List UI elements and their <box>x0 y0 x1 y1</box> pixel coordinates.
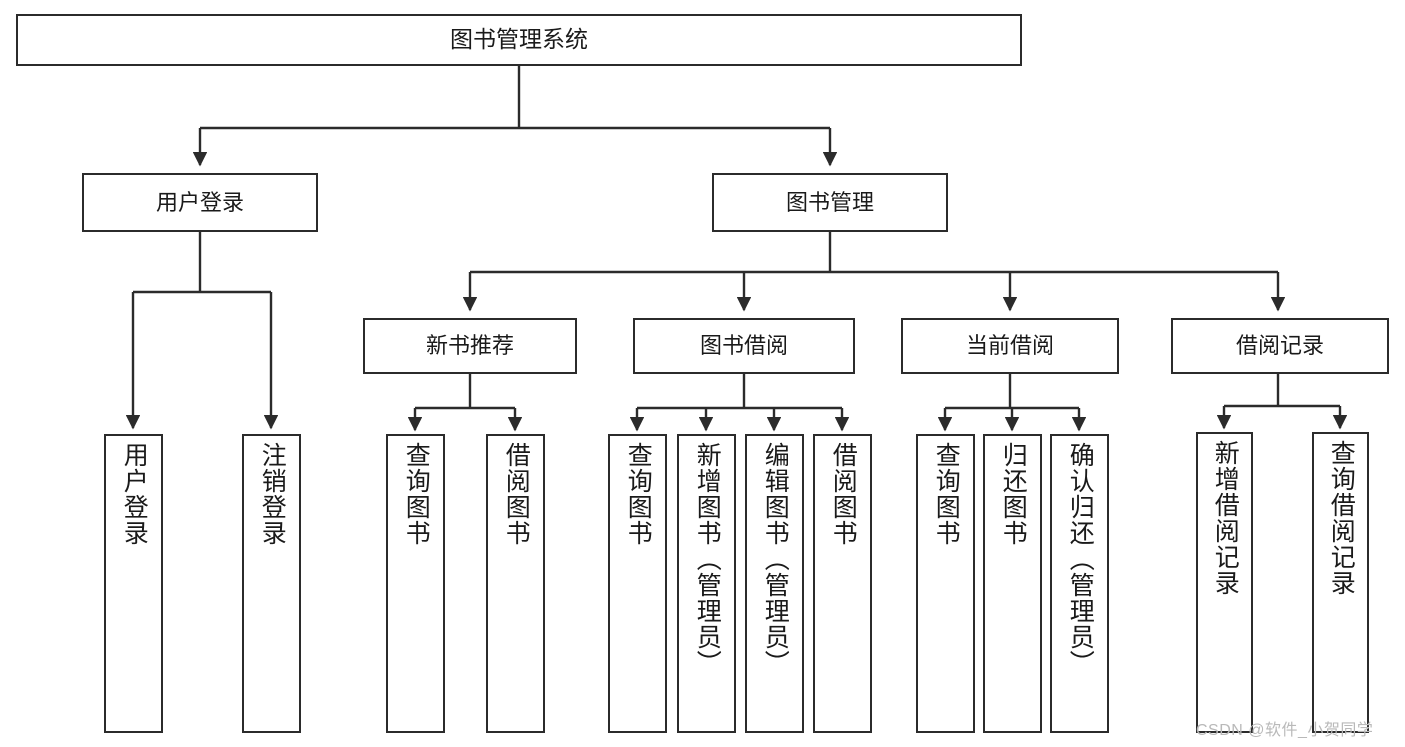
node-book-management[interactable]: 图书管理 <box>712 173 948 232</box>
leaf-borrow-lend-book-label: 借阅图书 <box>829 442 858 546</box>
leaf-borrow-edit-book-label: 编辑图书（管理员） <box>761 442 790 676</box>
leaf-user-login-signin-label: 用户登录 <box>120 442 149 546</box>
leaf-current-confirm-return[interactable]: 确认归还（管理员） <box>1050 434 1109 733</box>
leaf-borrow-add-book-label: 新增图书（管理员） <box>693 442 722 676</box>
node-new-book-recommend-label: 新书推荐 <box>425 333 514 359</box>
leaf-record-query-label: 查询借阅记录 <box>1327 440 1356 596</box>
leaf-current-return-book[interactable]: 归还图书 <box>983 434 1042 733</box>
leaf-new-book-query[interactable]: 查询图书 <box>386 434 445 733</box>
node-borrow-record[interactable]: 借阅记录 <box>1171 318 1389 374</box>
node-book-borrow-label: 图书借阅 <box>699 333 788 359</box>
leaf-user-login-signout-label: 注销登录 <box>258 442 287 546</box>
leaf-user-login-signout[interactable]: 注销登录 <box>242 434 301 733</box>
leaf-current-confirm-return-label: 确认归还（管理员） <box>1066 442 1095 676</box>
node-book-borrow[interactable]: 图书借阅 <box>633 318 855 374</box>
leaf-user-login-signin[interactable]: 用户登录 <box>104 434 163 733</box>
leaf-new-book-borrow-label: 借阅图书 <box>502 442 531 546</box>
leaf-borrow-add-book[interactable]: 新增图书（管理员） <box>677 434 736 733</box>
leaf-record-add-label: 新增借阅记录 <box>1211 440 1240 596</box>
leaf-borrow-query-book[interactable]: 查询图书 <box>608 434 667 733</box>
leaf-new-book-borrow[interactable]: 借阅图书 <box>486 434 545 733</box>
leaf-new-book-query-label: 查询图书 <box>402 442 431 546</box>
leaf-current-query-book-label: 查询图书 <box>932 442 961 546</box>
node-current-borrow-label: 当前借阅 <box>965 333 1054 359</box>
node-root-label: 图书管理系统 <box>450 26 588 53</box>
leaf-borrow-edit-book[interactable]: 编辑图书（管理员） <box>745 434 804 733</box>
leaf-current-return-book-label: 归还图书 <box>999 442 1028 546</box>
leaf-borrow-query-book-label: 查询图书 <box>624 442 653 546</box>
node-new-book-recommend[interactable]: 新书推荐 <box>363 318 577 374</box>
leaf-record-add[interactable]: 新增借阅记录 <box>1196 432 1253 733</box>
node-root[interactable]: 图书管理系统 <box>16 14 1022 66</box>
node-book-management-label: 图书管理 <box>785 189 874 215</box>
node-user-login[interactable]: 用户登录 <box>82 173 318 232</box>
leaf-record-query[interactable]: 查询借阅记录 <box>1312 432 1369 733</box>
leaf-borrow-lend-book[interactable]: 借阅图书 <box>813 434 872 733</box>
node-borrow-record-label: 借阅记录 <box>1235 333 1324 359</box>
leaf-current-query-book[interactable]: 查询图书 <box>916 434 975 733</box>
node-user-login-label: 用户登录 <box>155 189 244 215</box>
csdn-watermark: CSDN @软件_小贺同学 <box>1196 722 1374 739</box>
node-current-borrow[interactable]: 当前借阅 <box>901 318 1119 374</box>
